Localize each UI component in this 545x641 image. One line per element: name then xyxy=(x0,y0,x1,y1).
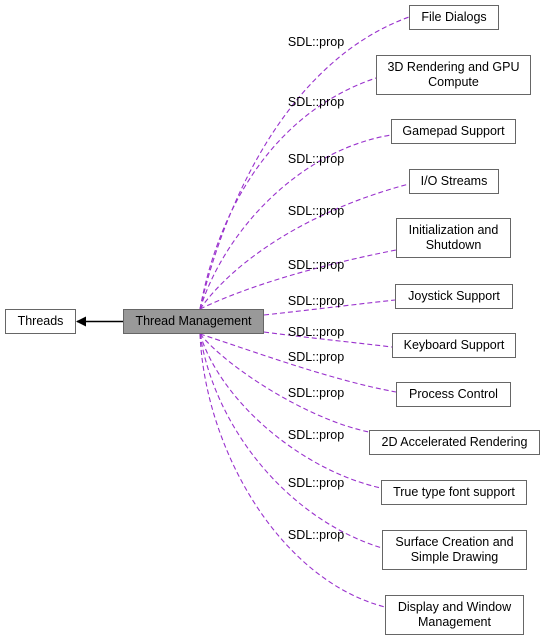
edges-layer xyxy=(76,16,410,608)
node-keyboard-support[interactable]: Keyboard Support xyxy=(392,333,516,358)
edge-prop-5 xyxy=(263,299,396,316)
edge-prop-7 xyxy=(199,333,397,393)
edge-label: SDL::prop xyxy=(288,258,344,272)
edge-label: SDL::prop xyxy=(288,204,344,218)
edge-prop-4 xyxy=(199,249,397,310)
edge-label: SDL::prop xyxy=(288,528,344,542)
edge-prop-10 xyxy=(199,333,383,549)
node-label: Surface Creation and Simple Drawing xyxy=(395,535,514,564)
edge-prop-3 xyxy=(199,183,410,310)
node-initialization-shutdown[interactable]: Initialization and Shutdown xyxy=(396,218,511,258)
node-3d-rendering-gpu-compute[interactable]: 3D Rendering and GPU Compute xyxy=(376,55,531,95)
node-label: Keyboard Support xyxy=(403,338,505,352)
node-label: True type font support xyxy=(393,485,515,499)
node-label: Gamepad Support xyxy=(402,124,505,138)
edge-label: SDL::prop xyxy=(288,95,344,109)
edge-prop-0 xyxy=(199,16,410,310)
node-thread-management: Thread Management xyxy=(123,309,264,334)
node-surface-creation-simple-drawing[interactable]: Surface Creation and Simple Drawing xyxy=(382,530,527,570)
edge-label: SDL::prop xyxy=(288,350,344,364)
node-gamepad-support[interactable]: Gamepad Support xyxy=(391,119,516,144)
node-label: I/O Streams xyxy=(420,174,488,188)
edge-label: SDL::prop xyxy=(288,476,344,490)
node-threads-label: Threads xyxy=(17,314,64,328)
node-display-window-management[interactable]: Display and Window Management xyxy=(385,595,524,635)
node-label: 3D Rendering and GPU Compute xyxy=(387,60,520,89)
edge-prop-11 xyxy=(199,333,386,608)
node-thread-management-label: Thread Management xyxy=(135,314,252,328)
node-file-dialogs[interactable]: File Dialogs xyxy=(409,5,499,30)
edge-prop-1 xyxy=(199,77,377,310)
node-label: File Dialogs xyxy=(421,10,487,24)
edge-prop-9 xyxy=(199,333,382,489)
edge-label: SDL::prop xyxy=(288,152,344,166)
edge-label: SDL::prop xyxy=(288,35,344,49)
edge-label: SDL::prop xyxy=(288,386,344,400)
node-io-streams[interactable]: I/O Streams xyxy=(409,169,499,194)
edge-prop-8 xyxy=(199,333,370,433)
edge-label: SDL::prop xyxy=(288,294,344,308)
node-label: Initialization and Shutdown xyxy=(408,223,499,252)
node-threads[interactable]: Threads xyxy=(5,309,76,334)
node-label: Process Control xyxy=(409,387,498,401)
edge-label: SDL::prop xyxy=(288,428,344,442)
node-process-control[interactable]: Process Control xyxy=(396,382,511,407)
node-true-type-font-support[interactable]: True type font support xyxy=(381,480,527,505)
node-label: Display and Window Management xyxy=(397,600,512,629)
edge-prop-2 xyxy=(199,134,392,310)
node-label: 2D Accelerated Rendering xyxy=(381,435,528,449)
edge-label: SDL::prop xyxy=(288,325,344,339)
edge-labels-layer: SDL::propSDL::propSDL::propSDL::propSDL:… xyxy=(288,35,344,542)
node-2d-accelerated-rendering[interactable]: 2D Accelerated Rendering xyxy=(369,430,540,455)
node-joystick-support[interactable]: Joystick Support xyxy=(395,284,513,309)
edge-prop-6 xyxy=(263,331,393,348)
node-label: Joystick Support xyxy=(408,289,500,303)
